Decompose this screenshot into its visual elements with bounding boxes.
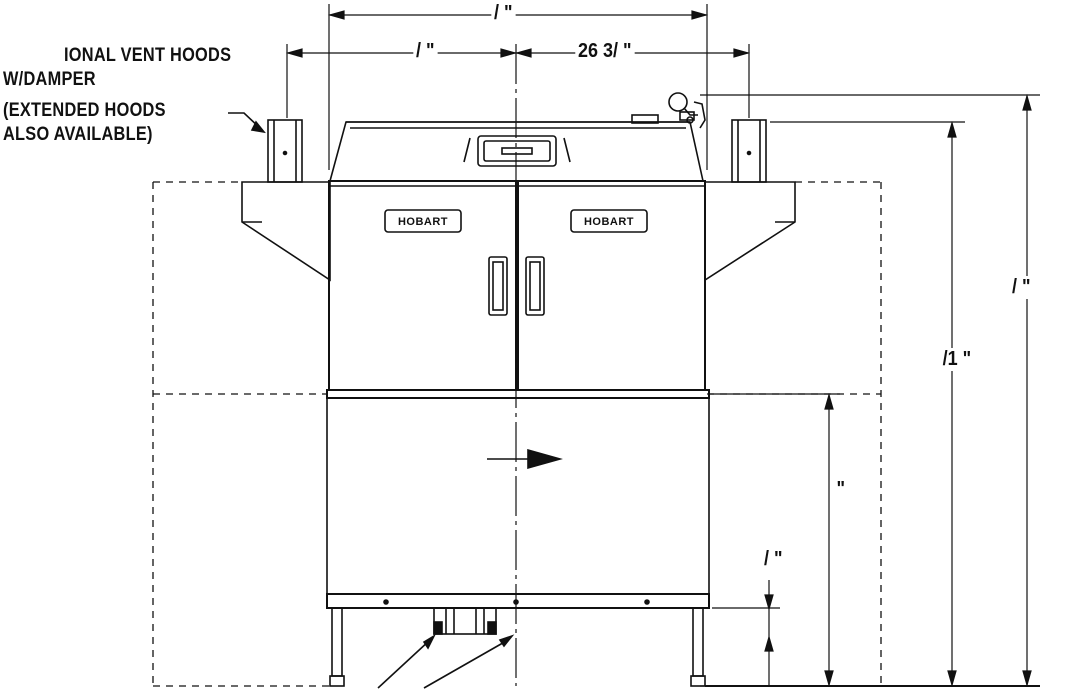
left-wing-shelf <box>241 181 331 282</box>
upper-door-left <box>328 180 517 391</box>
dim-overall-height: / " <box>1009 276 1034 299</box>
legs <box>329 607 706 687</box>
dimension-lines <box>285 4 1040 688</box>
right-wing-shelf <box>704 181 796 282</box>
callout-line-3: (EXTENDED HOODS <box>3 100 166 121</box>
dim-right-half-width: 26 3/ " <box>575 40 635 63</box>
callout-line-1: IONAL VENT HOODS <box>64 45 232 66</box>
dim-overall-width: / " <box>491 2 516 25</box>
brand-plate-left: HOBART <box>398 216 448 228</box>
upper-door-right <box>517 180 706 391</box>
dim-hood-height: /1 " <box>939 348 974 371</box>
lower-cabinet <box>326 389 710 609</box>
callout-line-2: W/DAMPER <box>3 69 96 90</box>
pressure-gauge <box>668 92 706 129</box>
top-hood <box>329 114 704 182</box>
right-vent-hood <box>731 119 767 183</box>
brand-plate-right: HOBART <box>584 216 634 228</box>
callout-line-4: ALSO AVAILABLE) <box>3 124 153 145</box>
dim-leg-height: / " <box>761 548 786 571</box>
direction-arrow-icon <box>527 448 563 470</box>
dim-left-half-width: / " <box>413 40 438 63</box>
drain-leader <box>377 639 431 689</box>
left-vent-hood <box>267 119 303 183</box>
dim-cabinet-height: " <box>833 478 848 501</box>
